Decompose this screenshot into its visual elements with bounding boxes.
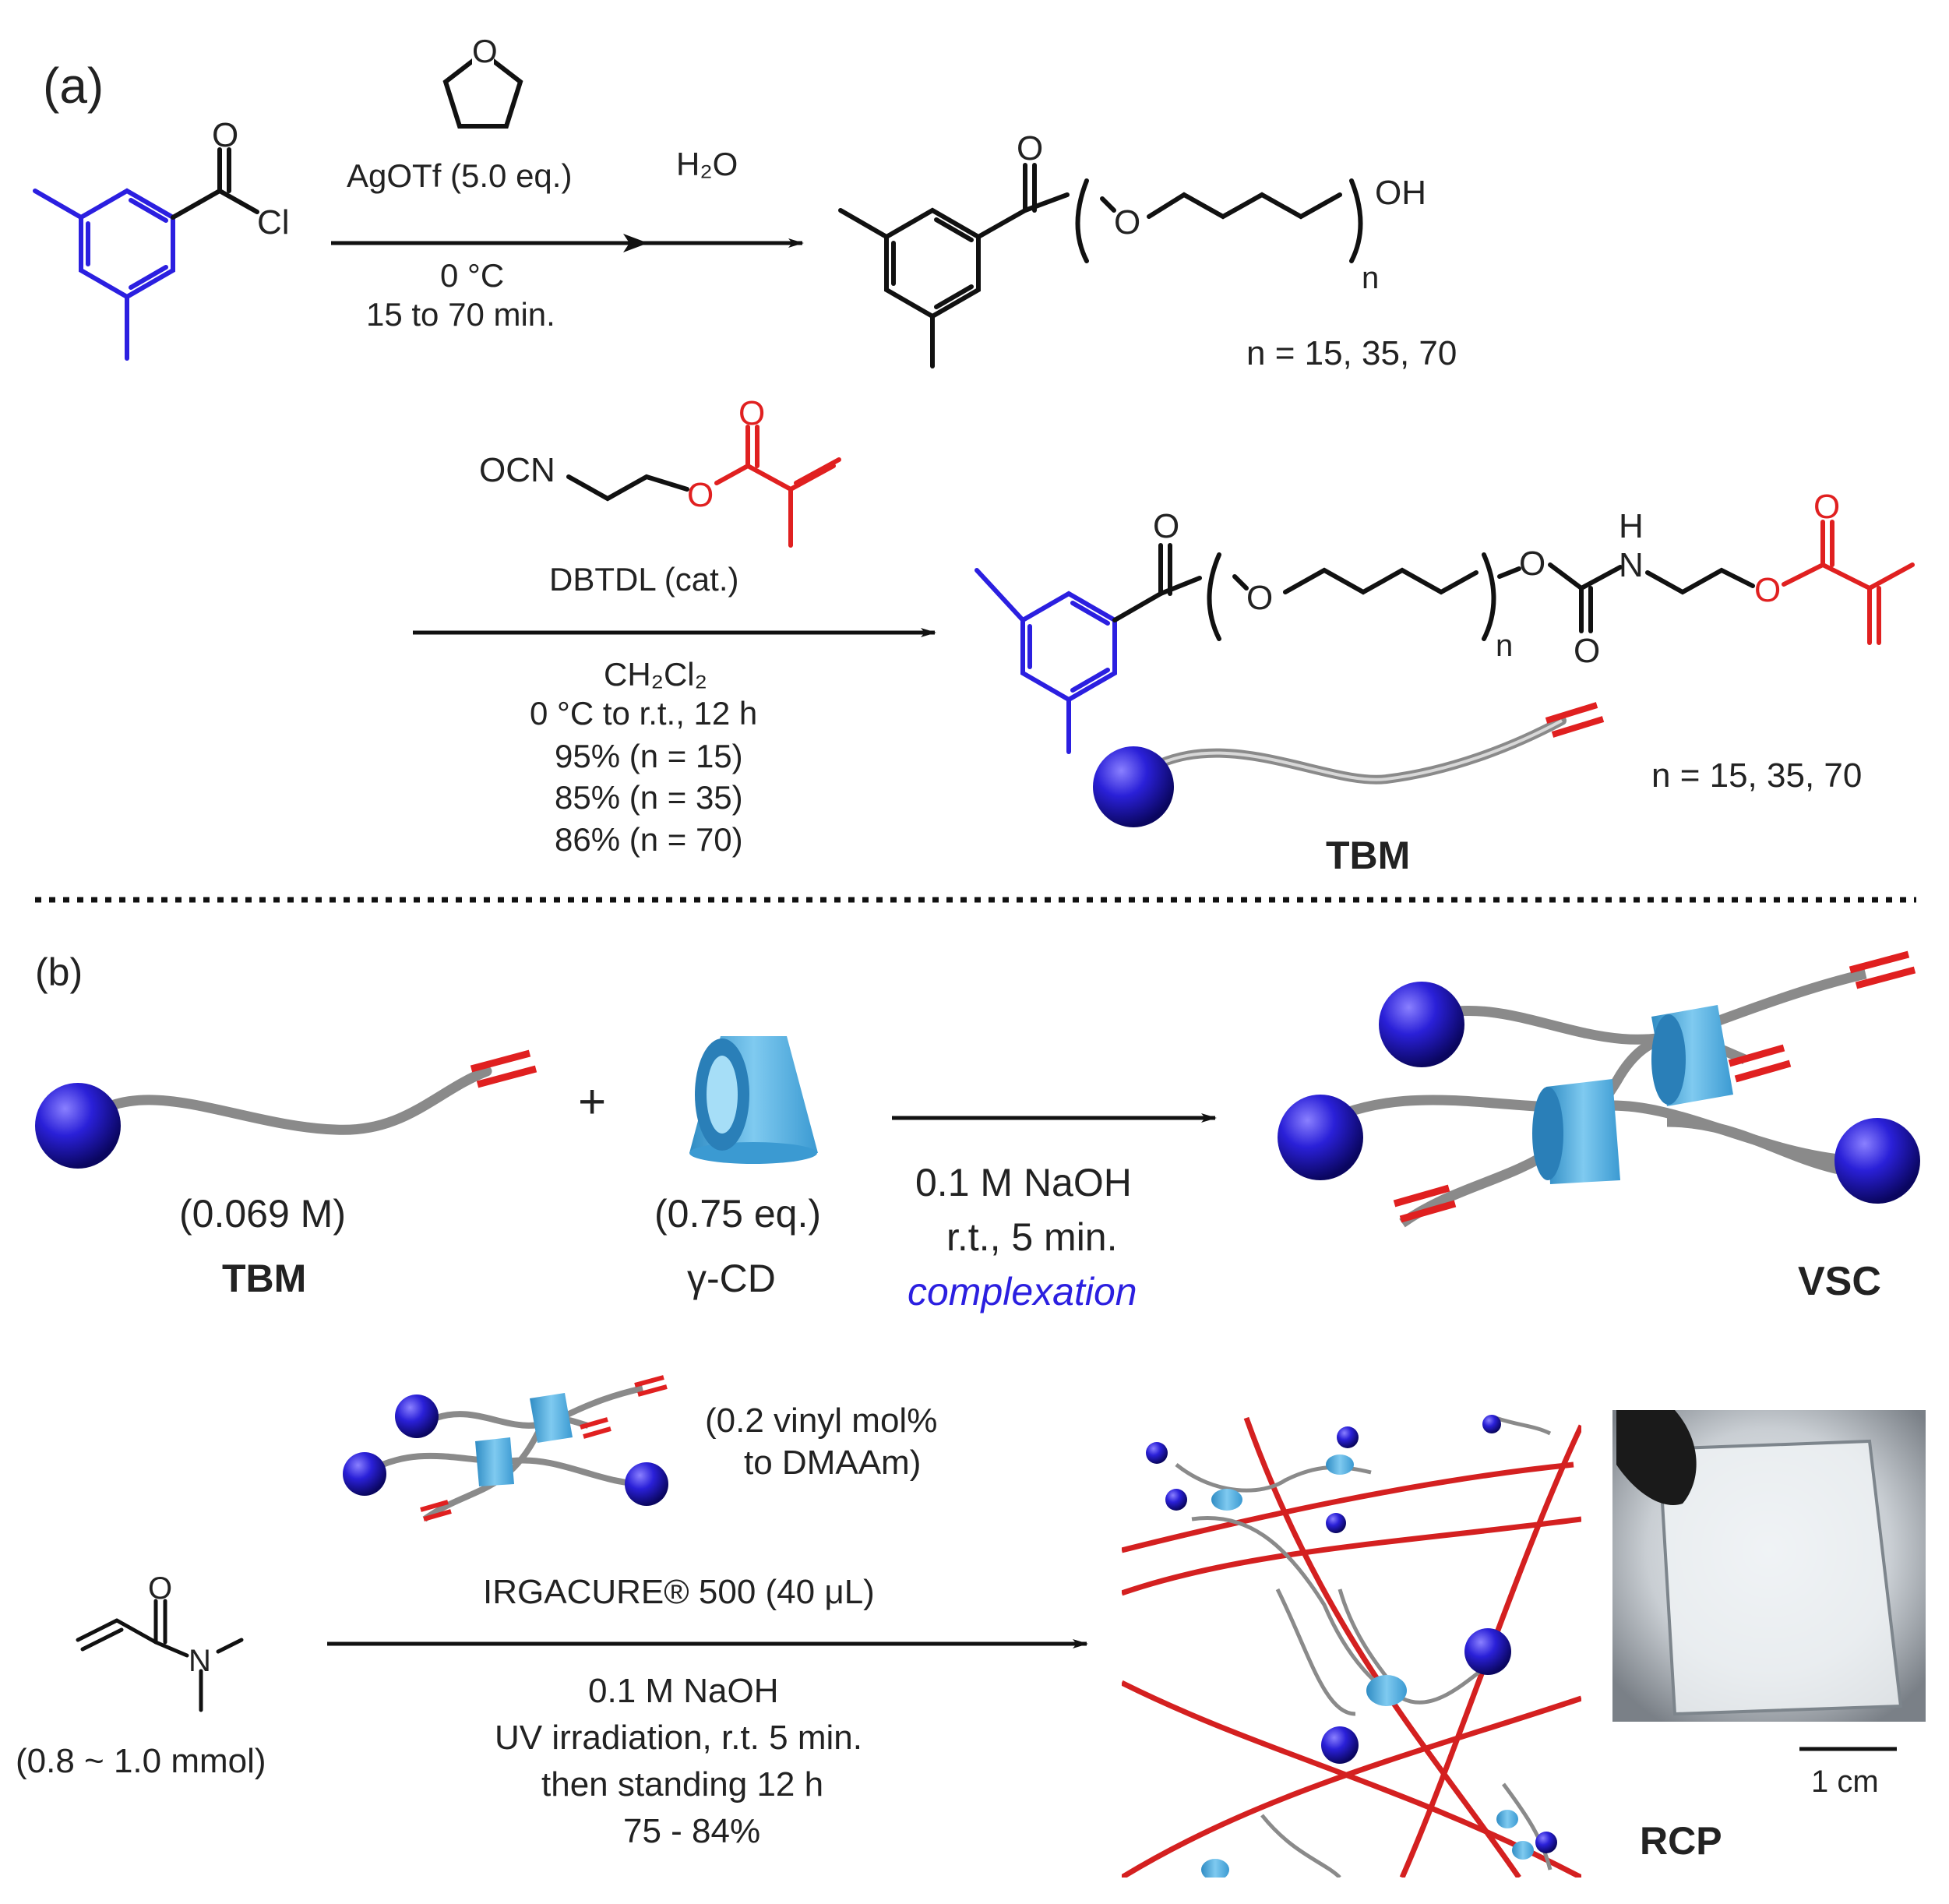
tbm-ester-carbonyl: O bbox=[1813, 488, 1840, 526]
tbm-urethane-h: H bbox=[1619, 507, 1644, 545]
panel-b: (b) (0.069 M) TBM + (0.75 eq.) γ-CD 0.1 … bbox=[16, 950, 1926, 1878]
tbm-carbonyl-oxygen: O bbox=[1153, 507, 1179, 545]
plus-sign: + bbox=[578, 1075, 606, 1129]
vsc-cartoon bbox=[1278, 950, 1920, 1228]
product1-terminal-oh: OH bbox=[1375, 174, 1426, 212]
tbm-label: TBM bbox=[1326, 834, 1410, 877]
tbm-n-values: n = 15, 35, 70 bbox=[1651, 756, 1862, 795]
poly-condition-uv: UV irradiation, r.t. 5 min. bbox=[495, 1719, 862, 1757]
tbm-stopper-sphere bbox=[1093, 746, 1174, 827]
poly-condition-standing: then standing 12 h bbox=[541, 1765, 823, 1804]
complexation-word: complexation bbox=[908, 1270, 1137, 1313]
tbm-urethane-n: N bbox=[1619, 546, 1644, 584]
tbm-concentration: (0.069 M) bbox=[179, 1192, 346, 1236]
vsc-amount-line2: to DMAAm) bbox=[744, 1444, 921, 1482]
initiator-label: IRGACURE® 500 (40 μL) bbox=[483, 1573, 875, 1611]
rcp-label: RCP bbox=[1640, 1819, 1722, 1863]
tbm-cartoon bbox=[1093, 702, 1605, 827]
carbonyl-oxygen-label: O bbox=[212, 116, 238, 154]
step1-temperature: 0 °C bbox=[440, 257, 504, 294]
complexation-naoh: 0.1 M NaOH bbox=[915, 1161, 1132, 1204]
step2-yield-70: 86% (n = 70) bbox=[555, 821, 743, 858]
chlorine-label: Cl bbox=[257, 203, 290, 242]
panel-a-label: (a) bbox=[43, 58, 104, 114]
tbm-ether-oxygen: O bbox=[1246, 579, 1273, 617]
rcp-hydrogel-photo bbox=[1612, 1410, 1926, 1722]
step2-solvent: CH₂Cl₂ bbox=[604, 656, 707, 693]
cyclodextrin-label: γ-CD bbox=[687, 1257, 776, 1300]
product1-carbonyl-oxygen: O bbox=[1017, 129, 1043, 167]
product1-structure bbox=[838, 163, 1363, 368]
poly-condition-naoh: 0.1 M NaOH bbox=[588, 1672, 779, 1710]
step2-catalyst: DBTDL (cat.) bbox=[549, 561, 738, 598]
step2-yield-15: 95% (n = 15) bbox=[555, 738, 743, 774]
step1-arrow-mid-head bbox=[623, 234, 648, 252]
tbm-reactant-label: TBM bbox=[222, 1257, 306, 1300]
scale-bar-label: 1 cm bbox=[1811, 1765, 1879, 1799]
dmaam-structure bbox=[76, 1599, 244, 1712]
dmaam-amount: (0.8 ~ 1.0 mmol) bbox=[16, 1742, 266, 1780]
vsc-amount-line1: (0.2 vinyl mol% bbox=[705, 1402, 937, 1440]
step2-yield-35: 85% (n = 35) bbox=[555, 779, 743, 816]
tbm-urethane-oxygen: O bbox=[1519, 545, 1545, 583]
dmaam-nitrogen: N bbox=[189, 1644, 211, 1678]
isocyanate-reagent: OCN O O bbox=[479, 394, 841, 548]
product1-n-values: n = 15, 35, 70 bbox=[1246, 334, 1457, 372]
step1-water: H₂O bbox=[676, 146, 738, 182]
complexation-time: r.t., 5 min. bbox=[946, 1215, 1118, 1259]
step2-conditions: 0 °C to r.t., 12 h bbox=[530, 695, 757, 732]
cyclodextrin-icon bbox=[689, 1036, 818, 1164]
isocyanate-carbonyl-oxygen: O bbox=[738, 394, 765, 432]
thf-structure: O bbox=[442, 33, 523, 129]
thf-oxygen-label: O bbox=[472, 33, 498, 69]
step1-reagent: AgOTf (5.0 eq.) bbox=[347, 157, 572, 194]
isocyanate-ester-oxygen: O bbox=[687, 476, 714, 514]
vsc-label: VSC bbox=[1798, 1259, 1881, 1304]
dmaam-oxygen: O bbox=[148, 1571, 172, 1606]
dimethylbenzoyl-chloride: O Cl bbox=[33, 116, 290, 361]
tbm-structure bbox=[974, 520, 1915, 754]
tbm-reactant-cartoon bbox=[35, 1049, 537, 1169]
tbm-n-subscript: n bbox=[1496, 629, 1513, 663]
tbm-ester-oxygen: O bbox=[1754, 571, 1781, 609]
panel-b-label: (b) bbox=[35, 950, 83, 994]
product1-n-subscript: n bbox=[1362, 261, 1379, 295]
cyclodextrin-equivalents: (0.75 eq.) bbox=[654, 1192, 821, 1236]
isocyanate-ocn-label: OCN bbox=[479, 451, 555, 489]
step1-time: 15 to 70 min. bbox=[366, 296, 555, 333]
poly-condition-yield: 75 - 84% bbox=[623, 1812, 760, 1850]
product1-ether-oxygen: O bbox=[1114, 203, 1140, 242]
tbm-urethane-carbonyl: O bbox=[1574, 632, 1600, 670]
vsc-small-cartoon bbox=[343, 1375, 668, 1522]
panel-a: (a) O Cl O bbox=[33, 33, 1915, 877]
rcp-network-cartoon bbox=[1122, 1415, 1581, 1878]
